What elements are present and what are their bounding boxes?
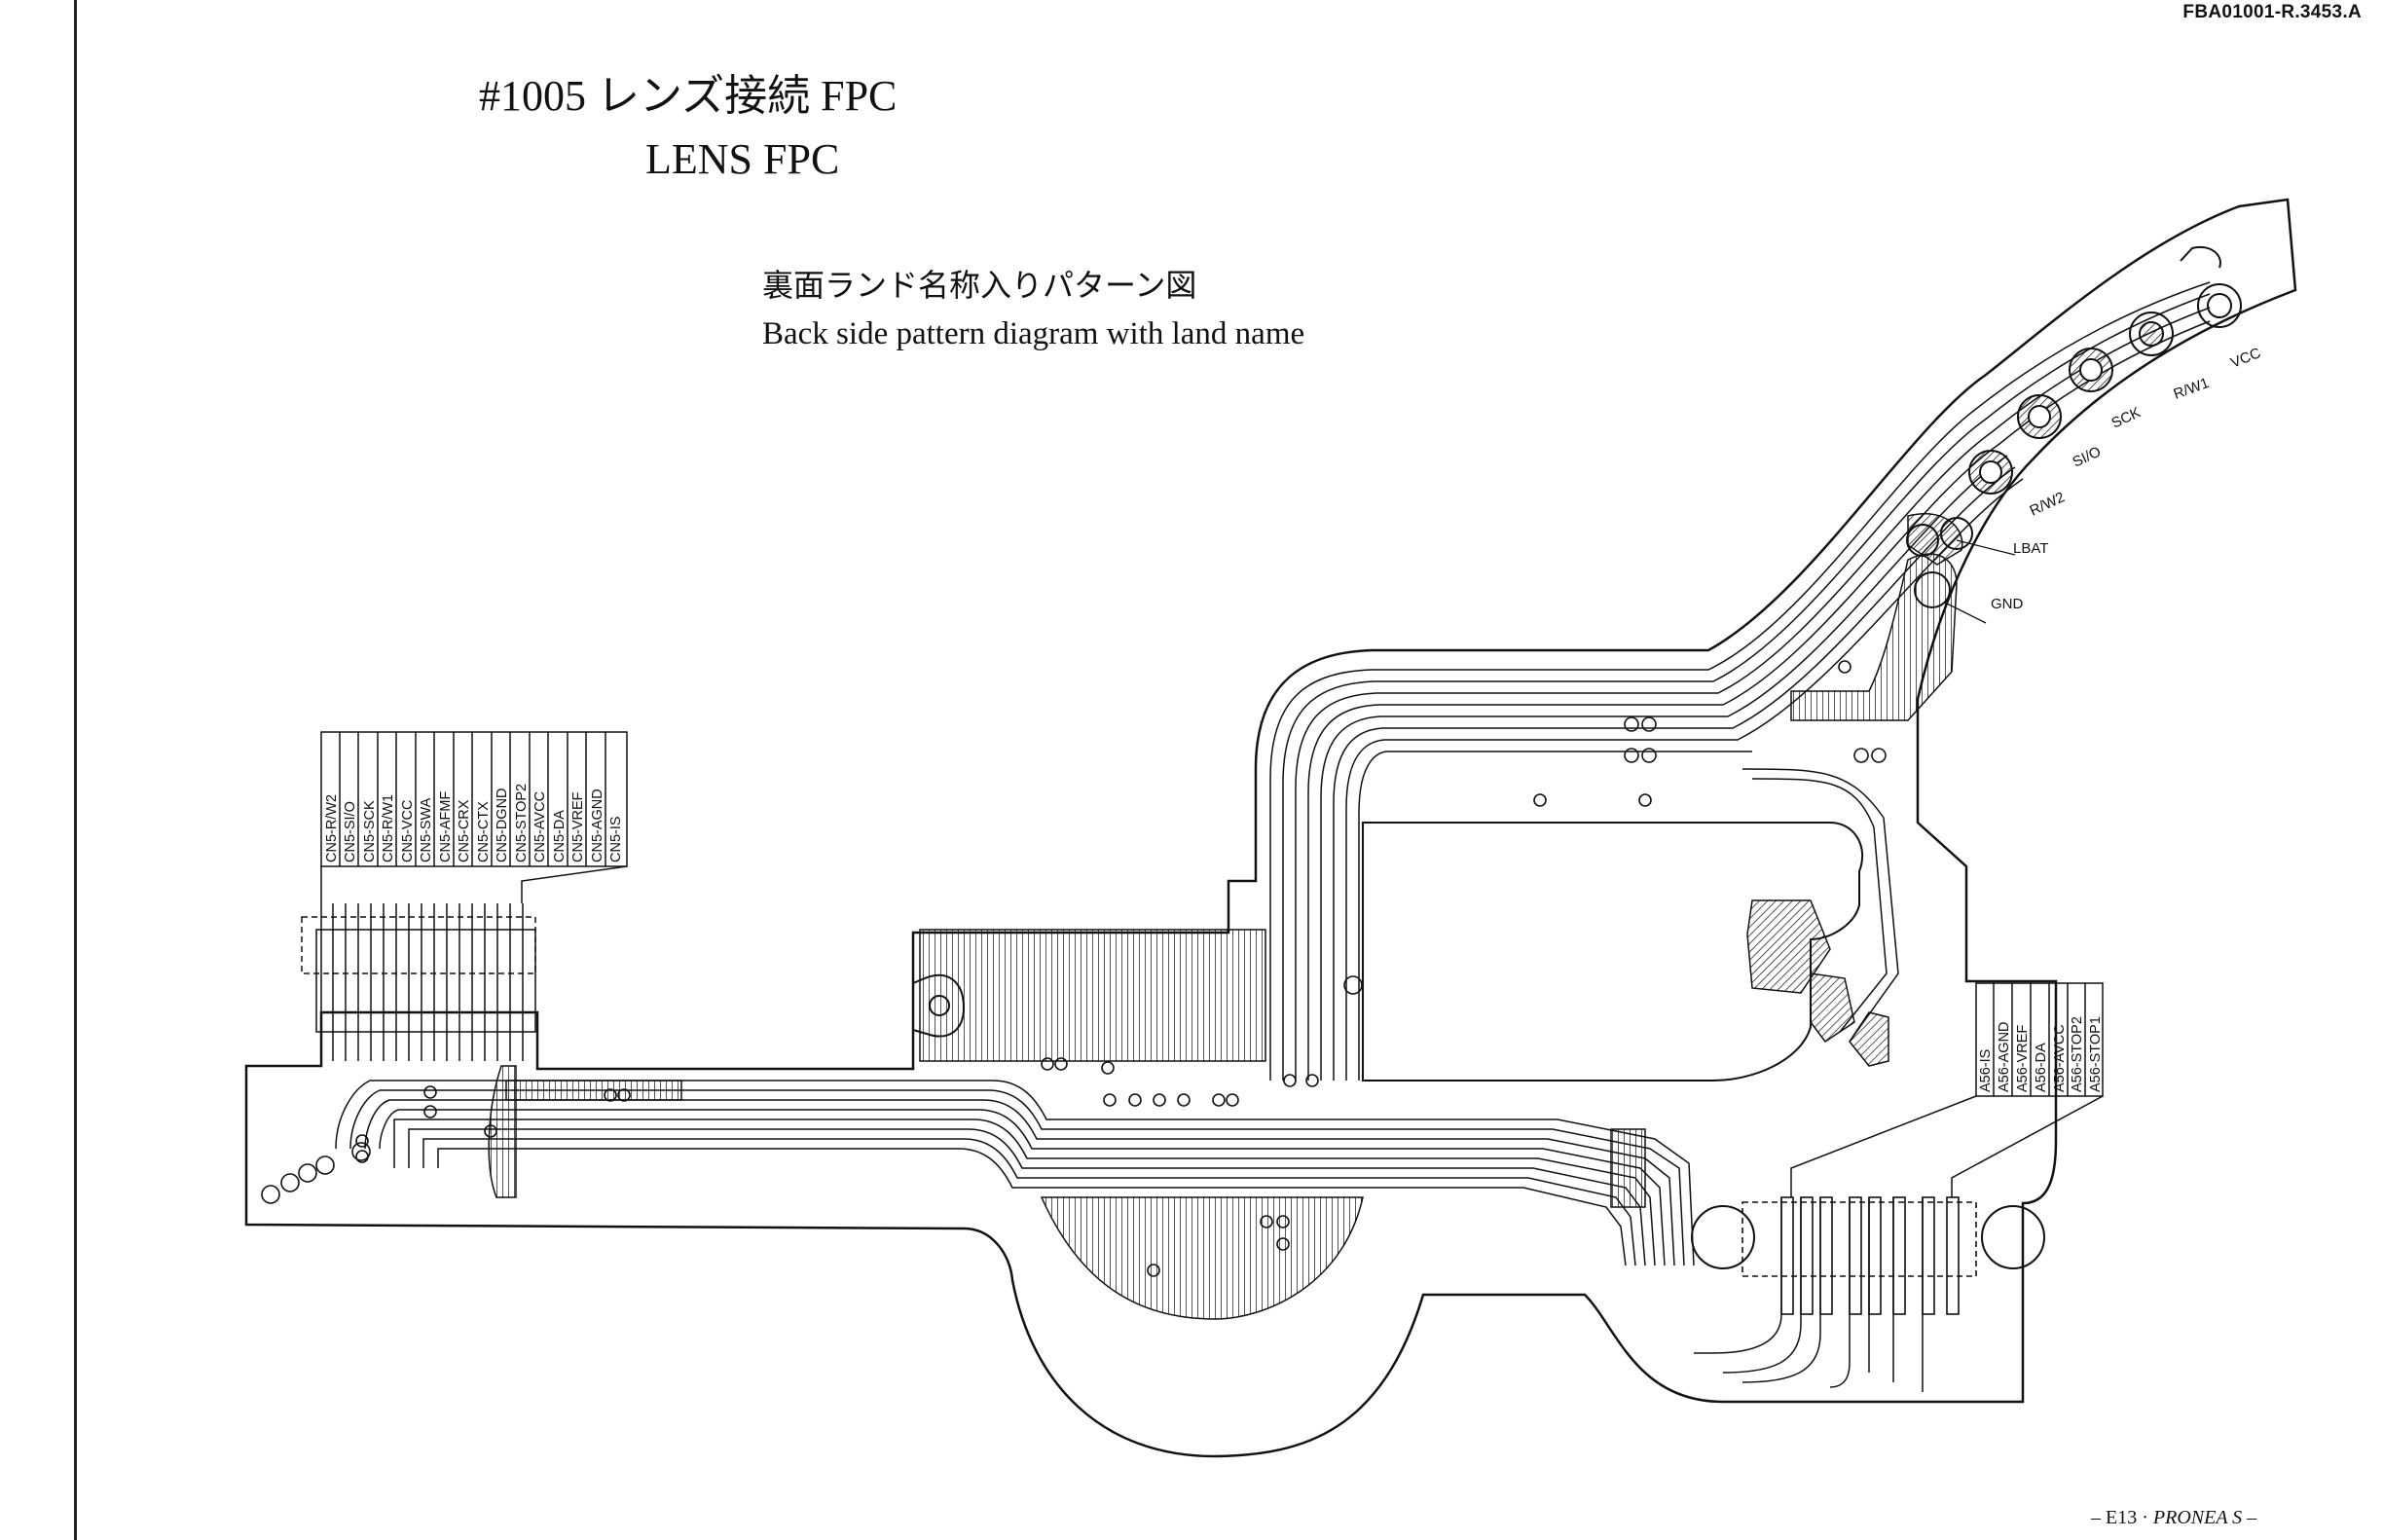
a56-pin-label: A56-IS [1978, 1049, 1994, 1092]
cn5-pin-label: CN5-R/W2 [324, 794, 340, 862]
a56-pin-label: A56-AVCC [2052, 1024, 2068, 1092]
mounting-holes [912, 973, 2045, 1269]
cn5-pin-label: CN5-AFMF [438, 791, 454, 862]
cn5-pin-label: CN5-DGND [495, 788, 510, 862]
title-number: #1005 [479, 72, 586, 120]
label-rw1: R/W1 [2172, 375, 2212, 403]
a56-pin-label: A56-STOP2 [2070, 1016, 2085, 1092]
a56-label-table [1790, 982, 2104, 1197]
cn5-pin-label: CN5-CTX [476, 801, 492, 862]
footer-model: PRONEA S [2152, 1507, 2243, 1528]
lower-left-pads [261, 1142, 371, 1204]
a56-pin-label: A56-DA [2034, 1043, 2049, 1092]
cn5-pin-label: CN5-STOP2 [514, 784, 530, 862]
label-sio: SI/O [2071, 444, 2104, 471]
page-footer: – E13 · PRONEA S – [2091, 1507, 2256, 1529]
cn5-pin-label: CN5-CRX [457, 799, 472, 862]
cn5-pin-label: CN5-AGND [590, 788, 605, 862]
cn5-pin-labels: CN5-R/W2 CN5-SI/O CN5-SCK CN5-R/W1 CN5-V… [324, 784, 624, 862]
a56-pin-labels: A56-IS A56-AGND A56-VREF A56-DA A56-AVCC… [1978, 1016, 2104, 1092]
cn5-pin-label: CN5-VREF [570, 791, 586, 862]
trace-arm [1269, 281, 2211, 1081]
page-title-jp: #1005 レンズ接続 FPC [479, 60, 897, 123]
cn5-pin-label: CN5-IS [608, 816, 624, 862]
trace-bus [335, 1080, 1695, 1266]
a56-connector [1741, 1196, 1977, 1315]
title-japanese: レンズ接続 FPC [597, 72, 898, 120]
footer-page-number: – E13 · [2091, 1507, 2153, 1528]
cn5-pin-label: CN5-AVCC [532, 791, 548, 862]
a56-pin-label: A56-AGND [1997, 1021, 2012, 1092]
page-title-en: LENS FPC [645, 135, 840, 183]
a56-pin-label: A56-VREF [2015, 1025, 2031, 1092]
document-code: FBA01001-R.3453.A [2182, 2, 2362, 22]
a56-pin-label: A56-STOP1 [2088, 1016, 2104, 1092]
cn5-pin-label: CN5-SCK [362, 800, 378, 862]
cn5-pin-label: CN5-VCC [400, 800, 416, 862]
label-lbat: LBAT [2013, 540, 2048, 557]
trace-a56 [1694, 1197, 1924, 1392]
cn5-pin-label: CN5-DA [552, 810, 568, 862]
cn5-pin-label: CN5-SI/O [343, 801, 358, 862]
subtitle-en: Back side pattern diagram with land name [762, 316, 1305, 351]
via-holes [355, 660, 1887, 1277]
contact-lands [1906, 245, 2242, 608]
cn5-pin-label: CN5-R/W1 [381, 794, 396, 862]
copper-fill-areas [488, 513, 1963, 1320]
label-sck: SCK [2109, 404, 2144, 431]
subtitle-jp: 裏面ランド名称入りパターン図 [762, 268, 1197, 303]
footer-end: – [2242, 1507, 2257, 1528]
page-margin-rule [74, 0, 77, 1540]
label-rw2: R/W2 [2028, 489, 2068, 519]
cn5-connector [301, 903, 536, 1061]
land-leader-lines [1946, 539, 2016, 624]
cn5-label-table [320, 731, 628, 903]
fpc-board-outline [244, 198, 2297, 1458]
label-vcc: VCC [2228, 345, 2263, 372]
fpc-inner-cutout [1362, 822, 1864, 1082]
label-gnd: GND [1991, 596, 2024, 612]
cn5-pin-label: CN5-SWA [419, 797, 434, 862]
